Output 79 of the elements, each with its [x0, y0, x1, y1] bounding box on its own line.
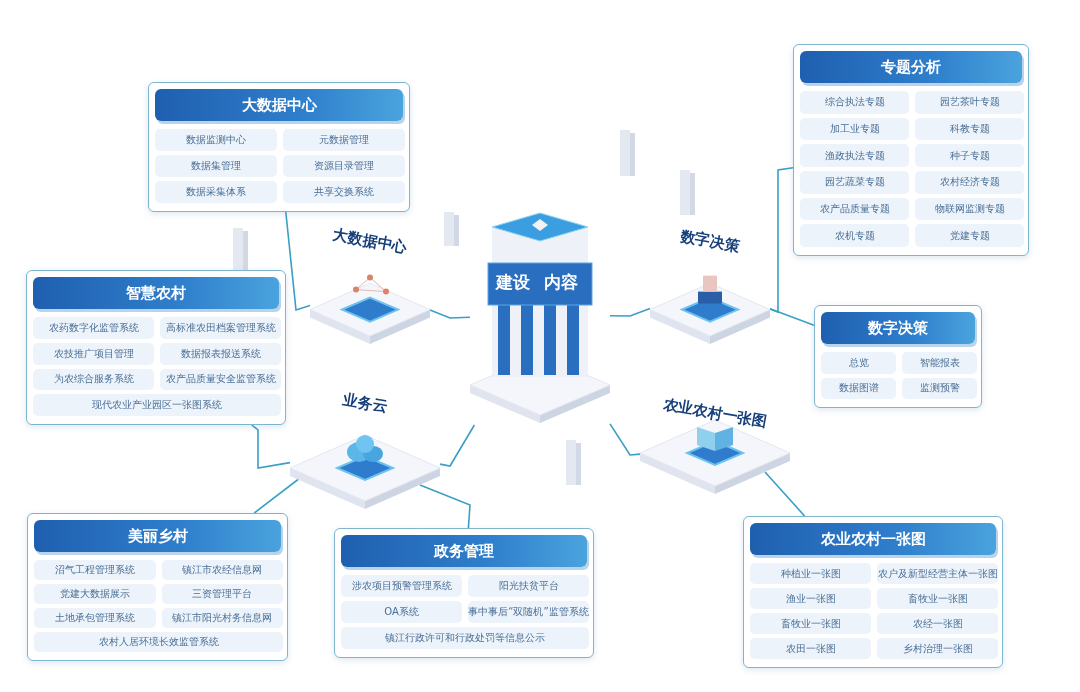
feature-tile: 镇江市农经信息网	[161, 560, 283, 580]
feature-tile: 乡村治理一张图	[877, 638, 998, 659]
feature-tile: 农田一张图	[750, 638, 871, 659]
feature-tile: 园艺茶叶专题	[915, 91, 1024, 114]
panel-card	[27, 513, 288, 661]
feature-tile: 资源目录管理	[283, 155, 405, 177]
feature-tile: 农产品质量专题	[800, 197, 909, 221]
feature-tile: 镇江市阳光村务信息网	[161, 608, 283, 628]
connector-line	[419, 484, 471, 529]
feature-tile: 农机专题	[800, 224, 909, 247]
panel-card	[814, 305, 982, 408]
platform-label: 业务云	[340, 389, 390, 418]
feature-tile: 镇江行政许可和行政处罚等信息公示	[341, 627, 589, 649]
title-bar: 农业农村一张图	[750, 523, 996, 555]
title-bar: 智慧农村	[33, 277, 279, 309]
feature-tile: 种植业一张图	[750, 563, 871, 584]
connector-line	[609, 423, 641, 456]
feature-tile: 监测预警	[902, 377, 977, 399]
title-bar: 政务管理	[341, 535, 587, 567]
feature-tile: 农技推广项目管理	[33, 342, 154, 365]
feature-tile: 渔业一张图	[750, 588, 871, 609]
title-bar: 数字决策	[821, 312, 975, 344]
feature-tile: 农户及新型经营主体一张图	[877, 563, 998, 584]
connector-line	[253, 477, 301, 514]
connector-line	[609, 307, 651, 317]
feature-tile: 元数据管理	[283, 129, 405, 151]
feature-tile: 事中事后“双随机”监管系统	[468, 601, 589, 623]
feature-tile: 涉农项目预警管理系统	[341, 575, 462, 597]
feature-tile: 加工业专题	[800, 117, 909, 141]
feature-tile: 渔政执法专题	[800, 144, 909, 167]
connector-line	[429, 309, 471, 319]
feature-tile: 农村经济专题	[915, 171, 1024, 194]
feature-tile: 数据监测中心	[155, 129, 277, 151]
feature-tile: 三资管理平台	[161, 584, 283, 604]
tower-label: 内容	[544, 271, 578, 294]
feature-tile: 党建大数据展示	[34, 584, 156, 604]
feature-tile: 现代农业产业园区一张图系统	[33, 394, 281, 416]
title-bar: 专题分析	[800, 51, 1022, 83]
feature-tile: 数据集管理	[155, 155, 277, 177]
connector-line	[764, 471, 806, 517]
title-bar: 大数据中心	[155, 89, 403, 121]
feature-tile: 高标准农田档案管理系统	[160, 317, 281, 339]
feature-tile: 畜牧业一张图	[877, 588, 998, 609]
title-bar: 美丽乡村	[34, 520, 281, 552]
feature-tile: 数据图谱	[821, 377, 896, 399]
feature-tile: 沼气工程管理系统	[34, 560, 156, 580]
feature-tile: 农经一张图	[877, 613, 998, 634]
feature-tile: 农村人居环境长效监管系统	[34, 632, 283, 652]
panel-card	[334, 528, 594, 658]
feature-tile: 党建专题	[915, 224, 1024, 247]
panel-card	[148, 82, 410, 212]
feature-tile: 农产品质量安全监管系统	[160, 368, 281, 391]
connector-line	[439, 424, 476, 467]
feature-tile: 总览	[821, 352, 896, 374]
platform-label: 农业农村一张图	[660, 394, 770, 433]
feature-tile: 农药数字化监管系统	[33, 317, 154, 339]
feature-tile: 种子专题	[915, 144, 1024, 167]
feature-tile: 共享交换系统	[283, 181, 405, 203]
connector-line	[769, 308, 815, 326]
feature-tile: 物联网监测专题	[915, 197, 1024, 221]
panel-card	[793, 44, 1029, 256]
feature-tile: 为农综合服务系统	[33, 368, 154, 391]
connector-line	[285, 211, 311, 312]
tower-label: 建设	[496, 271, 530, 294]
feature-tile: 阳光扶贫平台	[468, 575, 589, 597]
platform-label: 大数据中心	[330, 224, 410, 259]
feature-tile: 综合执法专题	[800, 91, 909, 114]
feature-tile: 土地承包管理系统	[34, 608, 156, 628]
panel-card	[743, 516, 1003, 668]
platform-label: 数字决策	[678, 225, 743, 258]
feature-tile: 智能报表	[902, 352, 977, 374]
feature-tile: 科教专题	[915, 117, 1024, 141]
feature-tile: OA系统	[341, 601, 462, 623]
panel-card	[26, 270, 286, 425]
feature-tile: 畜牧业一张图	[750, 613, 871, 634]
connector-line	[251, 424, 291, 469]
feature-tile: 园艺蔬菜专题	[800, 171, 909, 194]
feature-tile: 数据采集体系	[155, 181, 277, 203]
feature-tile: 数据报表报送系统	[160, 342, 281, 365]
